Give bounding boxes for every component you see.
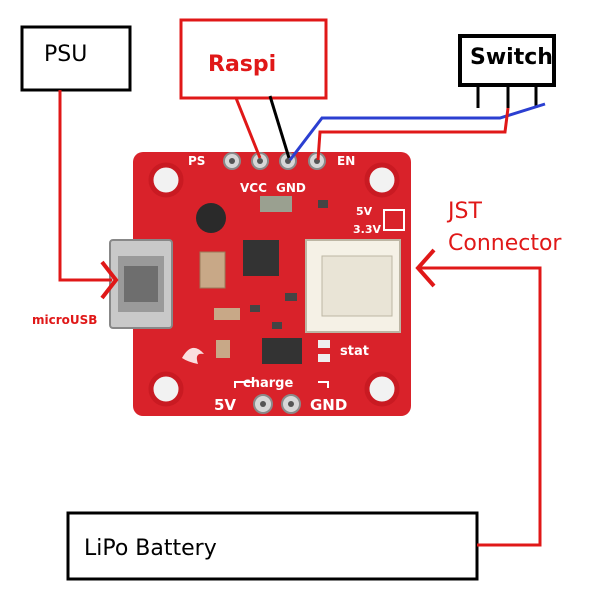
- silk-gnd-top-label: GND: [276, 181, 306, 195]
- silk-5v-bottom-label: 5V: [214, 396, 237, 414]
- raspi-label: Raspi: [208, 52, 277, 77]
- mounting-hole: [148, 371, 184, 407]
- inductor: [196, 203, 226, 233]
- mounting-hole: [364, 162, 400, 198]
- regulator-ic: [262, 338, 302, 364]
- silk-charge-label: charge: [243, 376, 294, 391]
- switch-legs: [476, 85, 538, 108]
- psu-box: [20, 25, 132, 92]
- microusb-label: microUSB: [32, 313, 98, 327]
- jst-connector-label: JST Connector: [448, 196, 561, 260]
- silk-en-label: EN: [337, 154, 356, 168]
- silk-3v3-label: 3.3V: [353, 223, 381, 236]
- raspi-gnd-wire: [268, 95, 291, 159]
- psu-wire: [58, 90, 112, 282]
- psu-arrow-icon: [100, 260, 119, 300]
- raspi-box: [179, 18, 328, 100]
- lipo-battery-label: LiPo Battery: [84, 536, 217, 561]
- switch-label: Switch: [470, 45, 553, 70]
- silk-gnd-bottom-label: GND: [310, 396, 348, 414]
- silk-ps-label: PS: [188, 154, 206, 168]
- silk-vcc-label: VCC: [240, 181, 267, 195]
- silk-5v-top-label: 5V: [356, 205, 373, 218]
- mounting-hole: [148, 162, 184, 198]
- bottom-header-pads: [253, 394, 301, 414]
- jst-label-line1: JST: [448, 199, 482, 224]
- lipo-wire: [420, 266, 542, 547]
- jst-arrow-icon: [415, 248, 436, 288]
- charger-ic: [243, 240, 279, 276]
- jst-label-line2: Connector: [448, 231, 562, 256]
- charger-board: [109, 152, 411, 416]
- silk-stat-label: stat: [340, 344, 369, 359]
- flame-logo-icon: [182, 347, 204, 364]
- switch-gnd-wire: [288, 102, 546, 161]
- mounting-hole: [364, 371, 400, 407]
- switch-en-wire: [316, 107, 510, 161]
- raspi-vcc-wire: [234, 97, 262, 159]
- psu-label: PSU: [44, 42, 88, 67]
